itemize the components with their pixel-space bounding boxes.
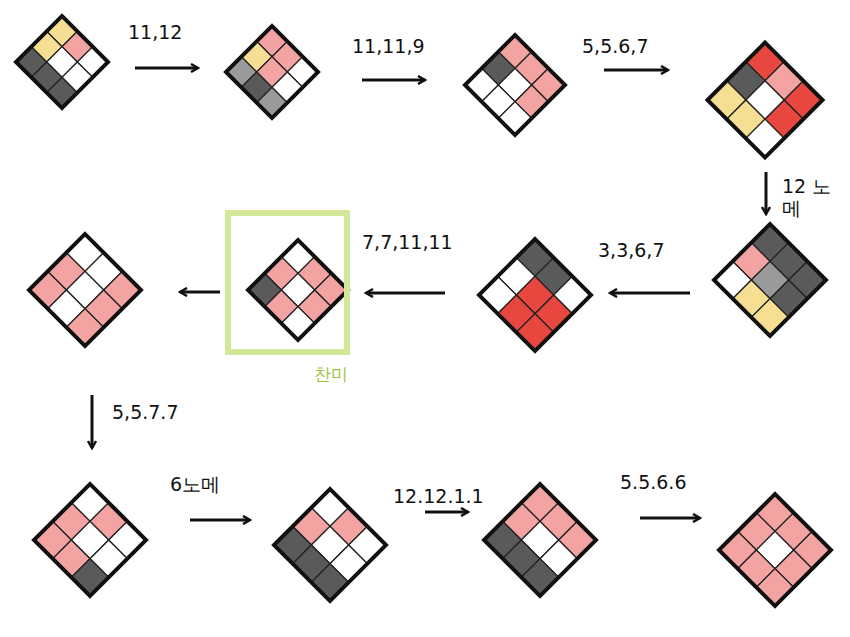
highlight-label: 찬미 [314, 363, 348, 386]
grid-diamond [29, 234, 141, 346]
grid-diamond [465, 35, 565, 135]
grid-diamond [479, 239, 591, 351]
grid-diamond [34, 484, 146, 596]
move-label: 11,12 [128, 22, 182, 44]
move-label: 5.5.6.6 [620, 472, 686, 494]
grid-diamond [708, 43, 823, 158]
step-arrows [92, 68, 766, 520]
move-label: 12.12.1.1 [393, 486, 484, 508]
grid-diamond [248, 240, 348, 340]
grid-diamond [226, 26, 318, 118]
grid-diamond [274, 489, 386, 601]
grid-diamond [16, 16, 108, 108]
move-label: 5,5.7.7 [112, 402, 178, 424]
grid-diamond [719, 494, 831, 606]
move-label: 12 노메 [782, 176, 831, 220]
move-label: 7,7,11,11 [362, 232, 453, 254]
move-label: 11,11,9 [352, 36, 425, 58]
grid-diamond [484, 484, 596, 596]
move-label: 5,5.6,7 [582, 36, 648, 58]
grid-diamond [714, 224, 826, 336]
move-label: 6노메 [170, 474, 220, 496]
move-label: 3,3,6,7 [598, 240, 664, 262]
highlight-box: 찬미 [225, 210, 350, 355]
